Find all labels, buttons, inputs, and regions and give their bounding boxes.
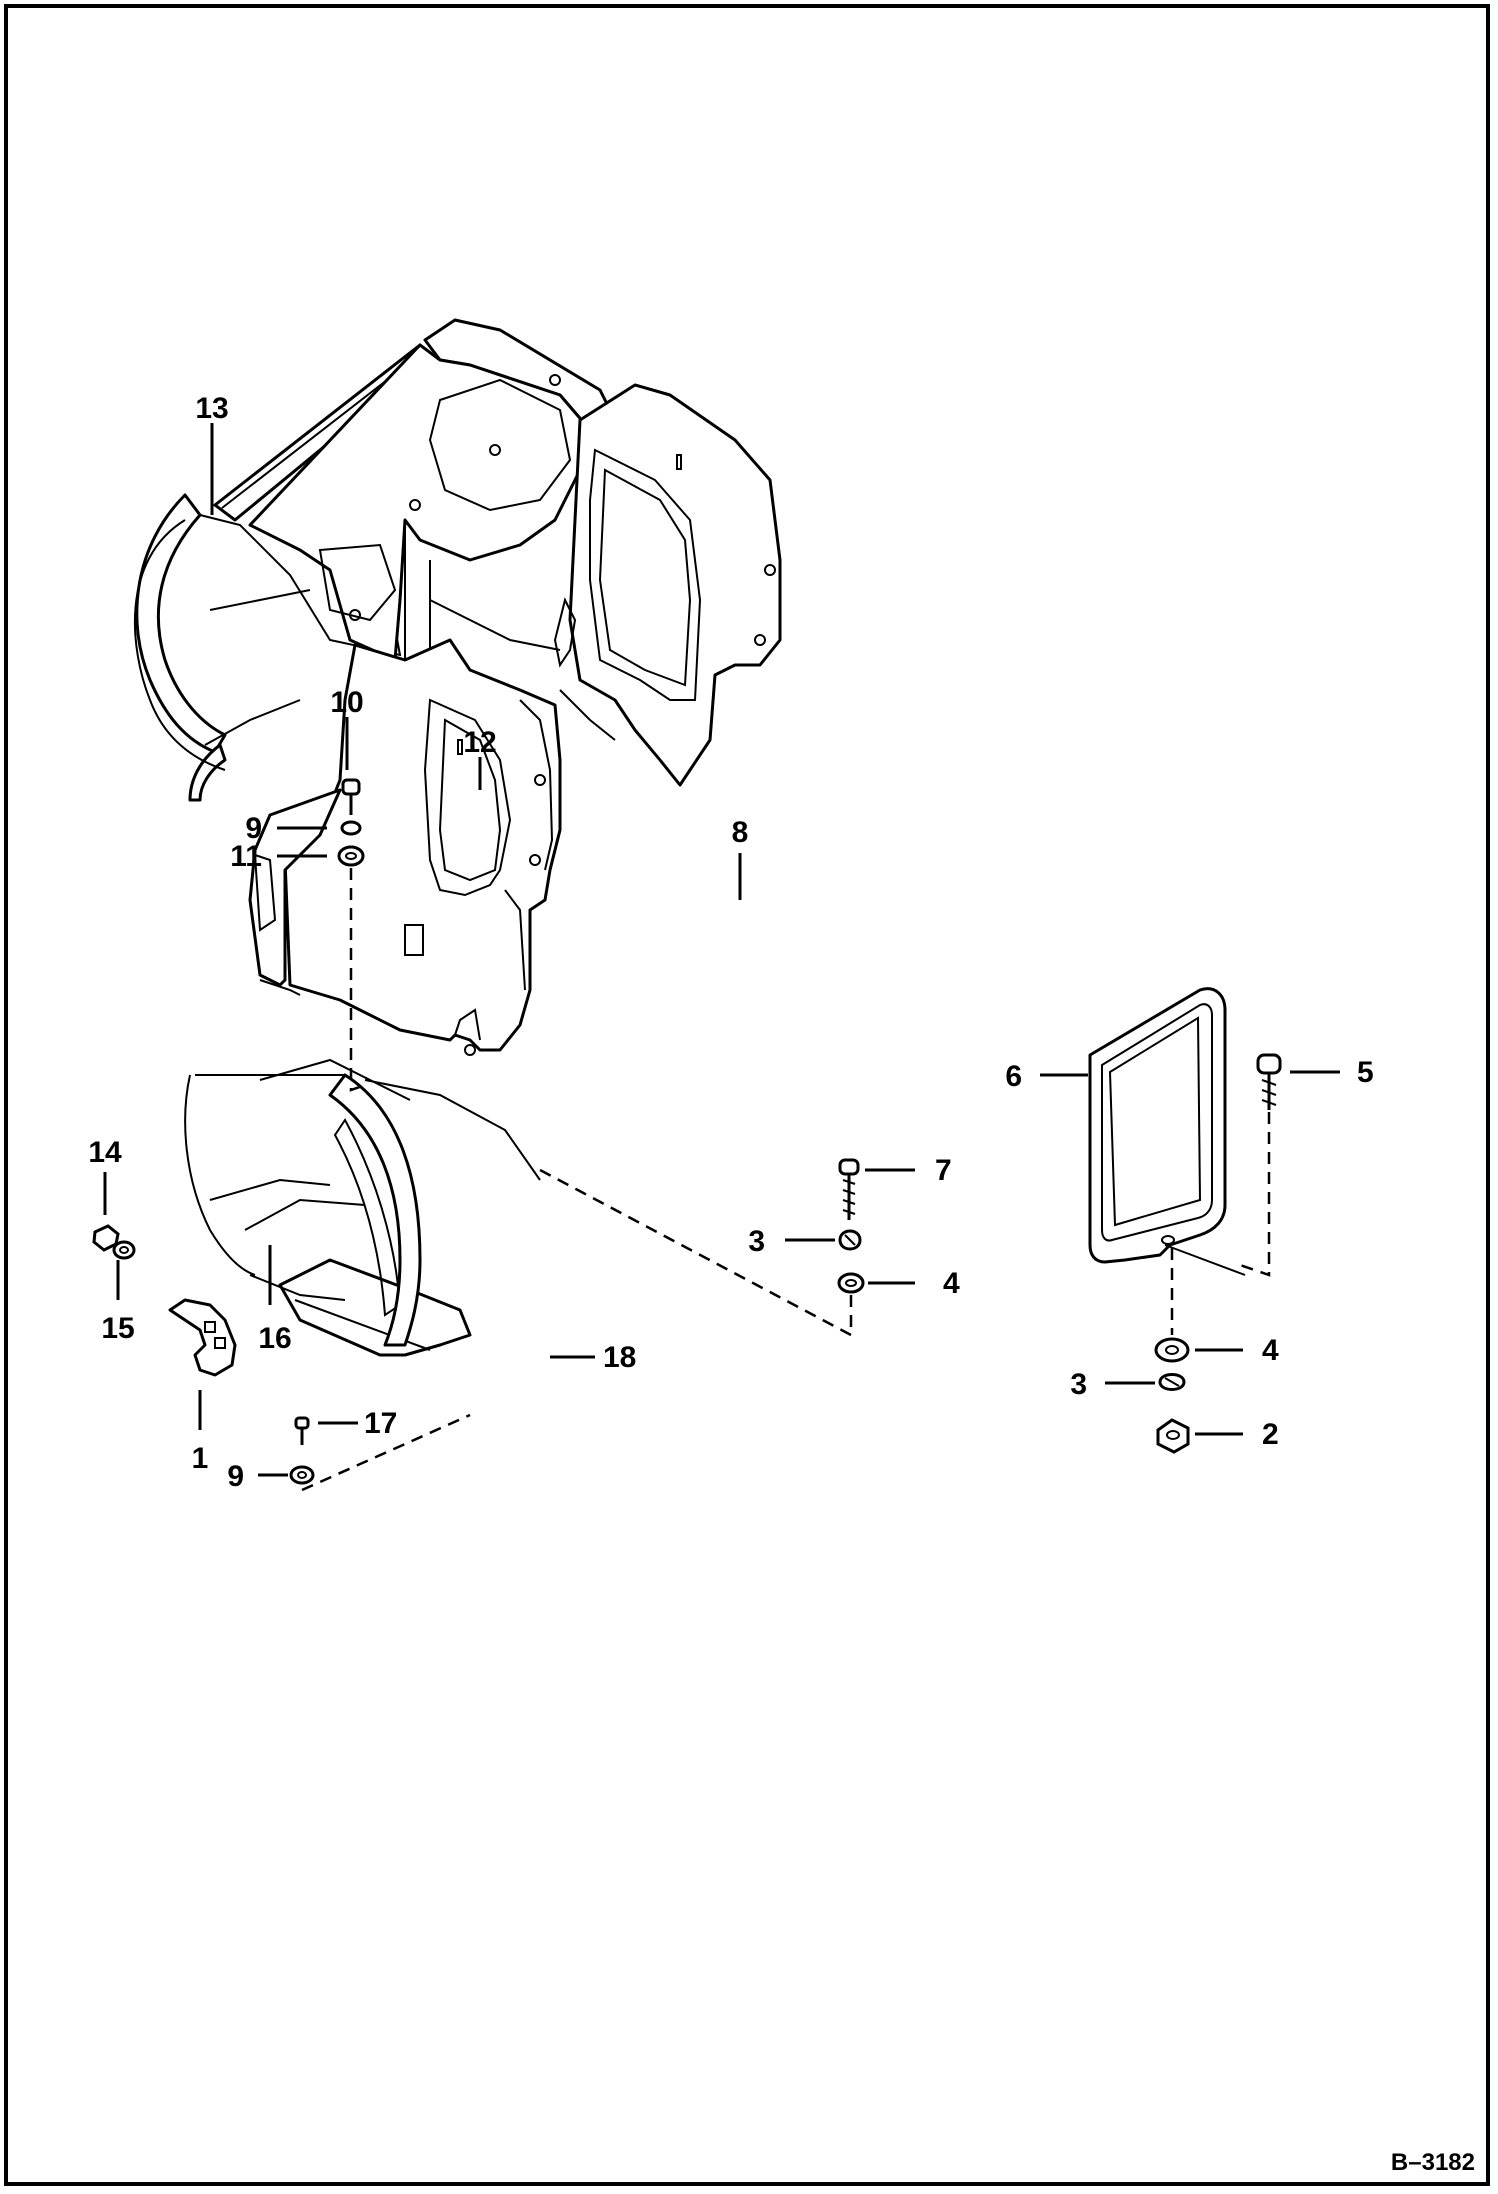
- washer-part-9-top: [340, 820, 362, 836]
- callout-2: 2: [1262, 1418, 1279, 1451]
- callout-7: 7: [935, 1154, 952, 1187]
- seal-strip: [133, 519, 227, 802]
- bolt-part-7: [838, 1158, 860, 1220]
- bolt-part-10: [341, 778, 361, 815]
- callout-12: 12: [463, 726, 496, 759]
- side-panel-part-8: [539, 383, 782, 787]
- callout-14: 14: [88, 1136, 122, 1169]
- callout-9-top: 9: [245, 812, 262, 845]
- callout-3-right: 3: [1070, 1368, 1087, 1401]
- callout-4-left: 4: [943, 1267, 960, 1300]
- nut-part-2: [1156, 1418, 1190, 1454]
- washer-part-4-right: [1154, 1337, 1190, 1363]
- bolt-part-17: [294, 1416, 310, 1445]
- lower-panel-part-18: [283, 638, 562, 1056]
- callout-15: 15: [101, 1312, 134, 1345]
- callout-11: 11: [230, 840, 262, 873]
- lockwasher-part-3-right: [1158, 1373, 1186, 1391]
- callout-10: 10: [330, 686, 363, 719]
- lockwasher-part-3-left: [838, 1229, 862, 1251]
- callout-4-right: 4: [1262, 1334, 1279, 1367]
- callout-6: 6: [1005, 1060, 1022, 1093]
- mirror-part-6: [1088, 987, 1246, 1276]
- shroud-lower-edge: [184, 1073, 541, 1347]
- callout-1: 1: [192, 1442, 209, 1475]
- callouts: 10 9 11 12 8 13 14 15 16 1 17 9 18 7 3 4…: [88, 392, 1373, 1493]
- washer-part-4-left: [837, 1272, 865, 1294]
- washer-part-11: [337, 845, 365, 867]
- bottom-plate-part-16: [244, 788, 472, 1357]
- callout-5: 5: [1357, 1056, 1374, 1089]
- callout-3-left: 3: [748, 1225, 765, 1258]
- washer-part-15: [112, 1240, 136, 1260]
- callout-13: 13: [195, 392, 228, 425]
- callout-18: 18: [603, 1341, 636, 1374]
- leader-lines: [103, 423, 1340, 1477]
- clamp-part-1: [168, 1298, 237, 1377]
- drawing-border: [4, 4, 1490, 2186]
- callout-8: 8: [732, 816, 749, 849]
- callout-17: 17: [364, 1407, 397, 1440]
- callout-16: 16: [258, 1322, 291, 1355]
- figure-id: B–3182: [1391, 2149, 1475, 2176]
- callout-9-bottom: 9: [227, 1460, 244, 1493]
- washer-part-9-bottom: [289, 1465, 315, 1485]
- shroud-part-12: [248, 318, 617, 662]
- bolt-part-5: [1256, 1053, 1282, 1110]
